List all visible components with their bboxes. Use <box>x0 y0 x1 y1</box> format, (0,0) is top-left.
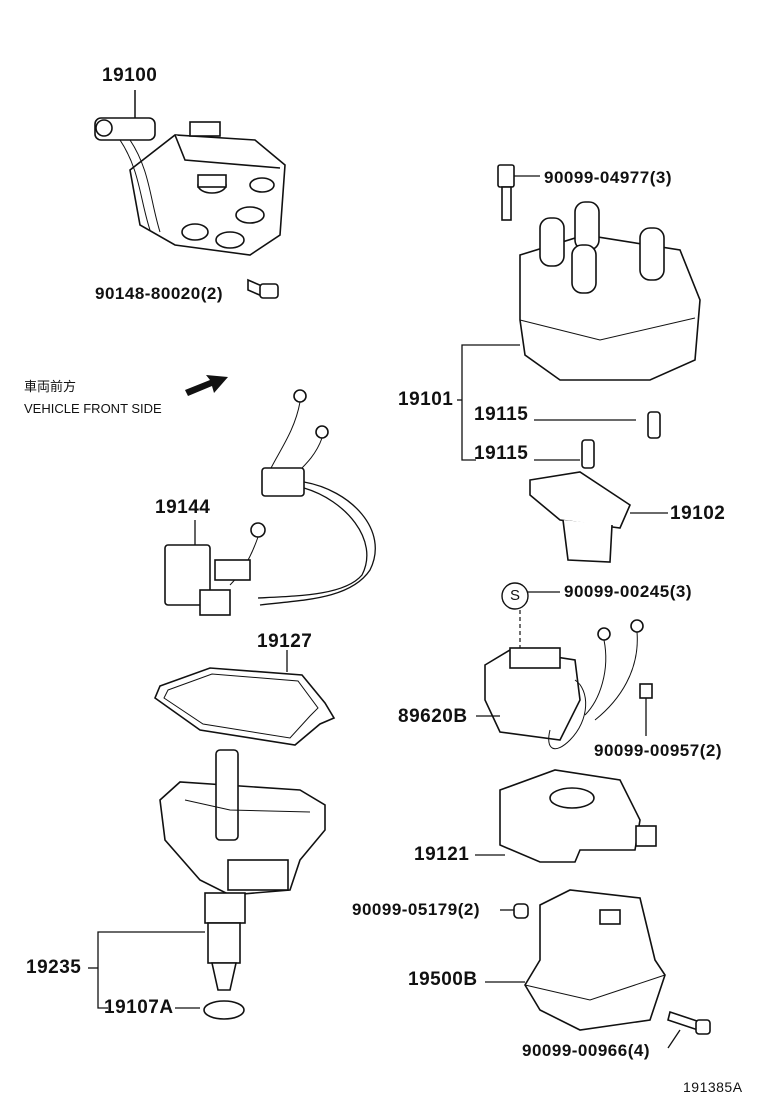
part-number-89620B: 89620B <box>398 706 468 727</box>
part-number-19102: 19102 <box>670 503 726 524</box>
distributor-bolt-illustration <box>247 278 279 299</box>
part-number-19107A: 19107A <box>104 997 174 1018</box>
wire-harness-illustration <box>164 389 376 616</box>
part-number-19121: 19121 <box>414 844 470 865</box>
cap-bolt-illustration <box>497 164 540 221</box>
part-number-19100: 19100 <box>102 65 158 86</box>
part-number-19115-lower: 19115 <box>474 443 529 464</box>
part-number-19500B: 19500B <box>408 969 478 990</box>
part-number-90099-04977: 90099-04977(3) <box>544 168 672 187</box>
gasket-illustration <box>154 650 336 746</box>
part-number-90099-00245: 90099-00245(3) <box>564 582 692 601</box>
distributor-cap-illustration <box>519 201 701 381</box>
shaft-group-bracket <box>97 931 205 1009</box>
part-number-19144: 19144 <box>155 497 211 518</box>
part-number-90099-00966: 90099-00966(4) <box>522 1041 650 1060</box>
part-number-19235: 19235 <box>26 957 82 978</box>
o-ring-illustration <box>203 1000 245 1020</box>
housing-bolt-illustration <box>667 1010 711 1049</box>
part-number-90099-00957: 90099-00957(2) <box>594 741 722 760</box>
igniter-illustration <box>476 619 653 750</box>
part-number-90148-80020: 90148-80020(2) <box>95 284 223 303</box>
distributor-body-illustration <box>159 749 326 991</box>
front-direction-arrow <box>185 375 228 396</box>
grommet-illustration <box>513 903 529 919</box>
carbon-illustration <box>581 411 661 469</box>
distributor-assembly-illustration <box>94 90 286 256</box>
part-number-19127: 19127 <box>257 631 313 652</box>
screw-symbol-circle <box>501 582 529 610</box>
cap-group-bracket <box>461 344 520 461</box>
housing-19121-illustration <box>475 769 657 863</box>
direction-note-japanese: 車両前方 <box>24 379 77 394</box>
screw-symbol-label: S <box>510 587 521 604</box>
part-number-19115-upper: 19115 <box>474 404 529 425</box>
rotor-illustration <box>529 471 668 563</box>
diagram-reference-code: 191385A <box>683 1079 743 1095</box>
direction-note-english: VEHICLE FRONT SIDE <box>24 401 162 416</box>
coil-housing-illustration <box>485 889 666 1031</box>
part-number-19101: 19101 <box>398 389 454 410</box>
part-number-90099-05179: 90099-05179(2) <box>352 900 480 919</box>
